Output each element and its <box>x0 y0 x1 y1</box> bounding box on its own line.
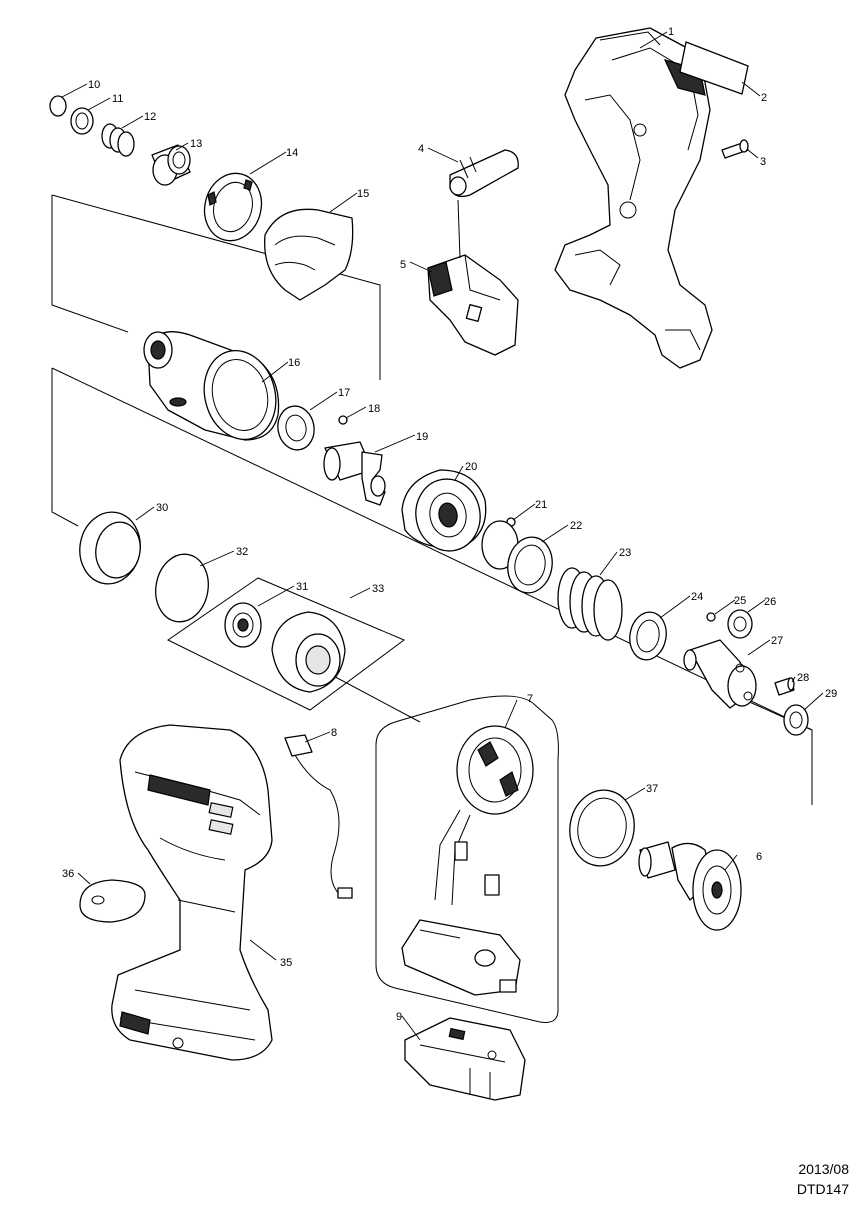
part-6-rotor <box>638 841 742 931</box>
part-18-steel-ball <box>338 415 348 425</box>
part-12-spring <box>101 123 135 157</box>
part-27-spindle <box>683 639 757 709</box>
callout-36: 36 <box>62 868 74 880</box>
callout-30: 30 <box>156 502 168 514</box>
leader-lines <box>61 31 824 1041</box>
part-9-terminal <box>404 1017 526 1101</box>
callout-33: 33 <box>372 583 384 595</box>
part-26-gear <box>727 609 753 639</box>
part-2-label <box>679 41 749 95</box>
callout-6: 6 <box>756 851 762 863</box>
part-8-led-circuit <box>284 734 353 899</box>
callout-7: 7 <box>527 693 533 705</box>
makita-logo-embossed <box>147 774 211 806</box>
part-20-hammer <box>401 469 487 552</box>
part-33-internal-gear <box>271 611 346 693</box>
revision-date: 2013/08 <box>798 1161 849 1177</box>
part-17-washer <box>277 405 315 451</box>
model-number: DTD147 <box>796 1181 849 1197</box>
callout-28: 28 <box>797 672 809 684</box>
part-28-pin <box>774 677 795 696</box>
callout-20: 20 <box>465 461 477 473</box>
callout-19: 19 <box>416 431 428 443</box>
part-10-ring <box>49 95 67 117</box>
callout-3: 3 <box>760 156 766 168</box>
callout-labels: 1 2 3 4 5 6 7 8 9 10 11 12 13 14 15 16 1… <box>62 26 837 1023</box>
callout-11: 11 <box>112 93 123 105</box>
callout-17: 17 <box>338 387 350 399</box>
callout-1: 1 <box>668 26 674 38</box>
callout-29: 29 <box>825 688 837 700</box>
callout-14: 14 <box>286 147 298 159</box>
part-25-ball <box>706 612 716 622</box>
callout-26: 26 <box>764 596 776 608</box>
callout-24: 24 <box>691 591 703 603</box>
callout-35: 35 <box>280 957 292 969</box>
part-29-washer <box>783 704 809 736</box>
callout-8: 8 <box>331 727 337 739</box>
part-1-housing <box>554 27 713 369</box>
callout-5: 5 <box>400 259 406 271</box>
part-36-pad <box>79 879 146 923</box>
callout-16: 16 <box>288 357 300 369</box>
callout-23: 23 <box>619 547 631 559</box>
part-3-screw <box>721 139 749 159</box>
part-35-housing-set <box>111 724 273 1061</box>
explosion-guide-lines <box>51 194 813 1023</box>
part-13-sleeve <box>151 144 191 186</box>
callout-9: 9 <box>396 1011 402 1023</box>
group-33-frame <box>167 577 405 711</box>
callout-21: 21 <box>535 499 547 511</box>
callout-13: 13 <box>190 138 202 150</box>
part-11-washer <box>70 107 94 135</box>
part-30-gear-housing-ring <box>79 511 141 585</box>
part-16-hammer-case <box>143 331 280 441</box>
callout-15: 15 <box>357 188 369 200</box>
part-19-anvil <box>323 441 386 506</box>
part-22-flat-washer <box>507 536 553 594</box>
group-7-frame <box>375 695 559 1023</box>
part-32-o-ring <box>155 553 209 623</box>
part-15-bumper <box>264 208 354 301</box>
part-24-ring-spring <box>629 611 667 661</box>
callout-10: 10 <box>88 79 100 91</box>
part-7-stator <box>401 725 534 996</box>
part-5-switch <box>427 199 519 356</box>
callout-2: 2 <box>761 92 767 104</box>
callout-25: 25 <box>734 595 746 607</box>
part-37-baffle-plate <box>569 789 635 867</box>
callout-22: 22 <box>570 520 582 532</box>
callout-4: 4 <box>418 143 424 155</box>
callout-37: 37 <box>646 783 658 795</box>
callout-27: 27 <box>771 635 783 647</box>
callout-31: 31 <box>296 581 308 593</box>
callout-32: 32 <box>236 546 248 558</box>
part-23-spring <box>557 567 623 641</box>
part-31-ball-bearing <box>224 602 262 648</box>
part-14-front-cover-ring <box>203 172 263 242</box>
part-4-lever <box>449 149 519 198</box>
callout-18: 18 <box>368 403 380 415</box>
callout-12: 12 <box>144 111 156 123</box>
